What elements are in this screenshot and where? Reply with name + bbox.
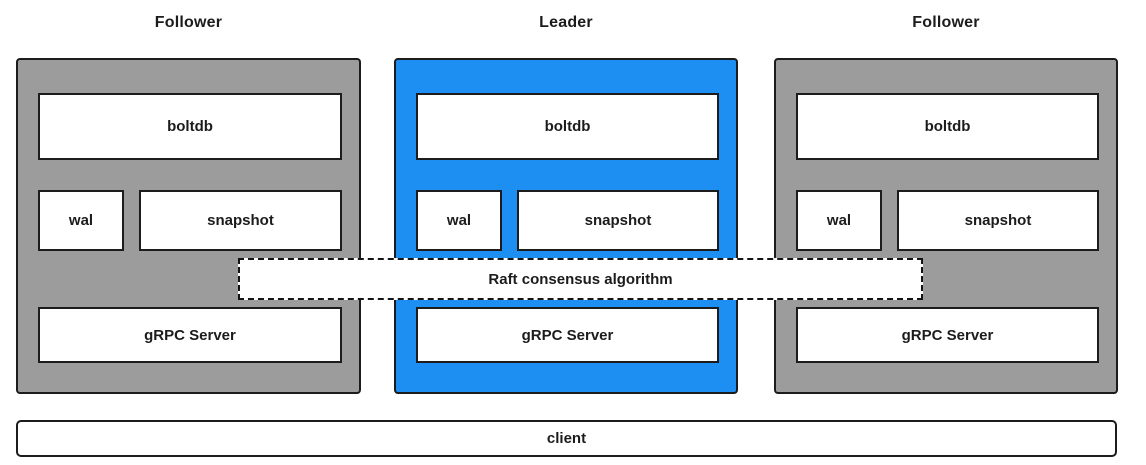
- snapshot-box: snapshot: [517, 190, 719, 251]
- wal-box: wal: [38, 190, 124, 251]
- node-follower-left: boltdb wal snapshot gRPC Server: [16, 58, 361, 394]
- boltdb-label: boltdb: [167, 118, 213, 135]
- follower-left-title: Follower: [154, 14, 223, 31]
- wal-label: wal: [826, 212, 852, 229]
- snapshot-label: snapshot: [584, 212, 652, 229]
- raft-consensus-bar: Raft consensus algorithm: [238, 258, 923, 300]
- boltdb-box: boltdb: [38, 93, 342, 160]
- grpc-server-box: gRPC Server: [796, 307, 1099, 363]
- client-bar: client: [16, 420, 1117, 457]
- snapshot-box: snapshot: [897, 190, 1099, 251]
- wal-box: wal: [796, 190, 882, 251]
- grpc-server-label: gRPC Server: [144, 326, 236, 344]
- boltdb-label: boltdb: [924, 118, 971, 135]
- wal-label: wal: [68, 212, 94, 229]
- leader-title: Leader: [539, 14, 593, 31]
- grpc-server-box: gRPC Server: [416, 307, 719, 363]
- node-follower-right: boltdb wal snapshot gRPC Server: [774, 58, 1118, 394]
- grpc-server-box: gRPC Server: [38, 307, 342, 363]
- snapshot-box: snapshot: [139, 190, 342, 251]
- snapshot-label: snapshot: [964, 212, 1032, 229]
- boltdb-box: boltdb: [796, 93, 1099, 160]
- snapshot-label: snapshot: [207, 212, 274, 229]
- grpc-server-label: gRPC Server: [901, 326, 994, 344]
- wal-box: wal: [416, 190, 502, 251]
- boltdb-label: boltdb: [544, 118, 591, 135]
- wal-label: wal: [446, 212, 472, 229]
- follower-right-title: Follower: [912, 14, 980, 31]
- boltdb-box: boltdb: [416, 93, 719, 160]
- raft-consensus-label: Raft consensus algorithm: [488, 270, 673, 288]
- node-leader: boltdb wal snapshot gRPC Server: [394, 58, 738, 394]
- grpc-server-label: gRPC Server: [521, 326, 614, 344]
- client-label: client: [546, 430, 587, 447]
